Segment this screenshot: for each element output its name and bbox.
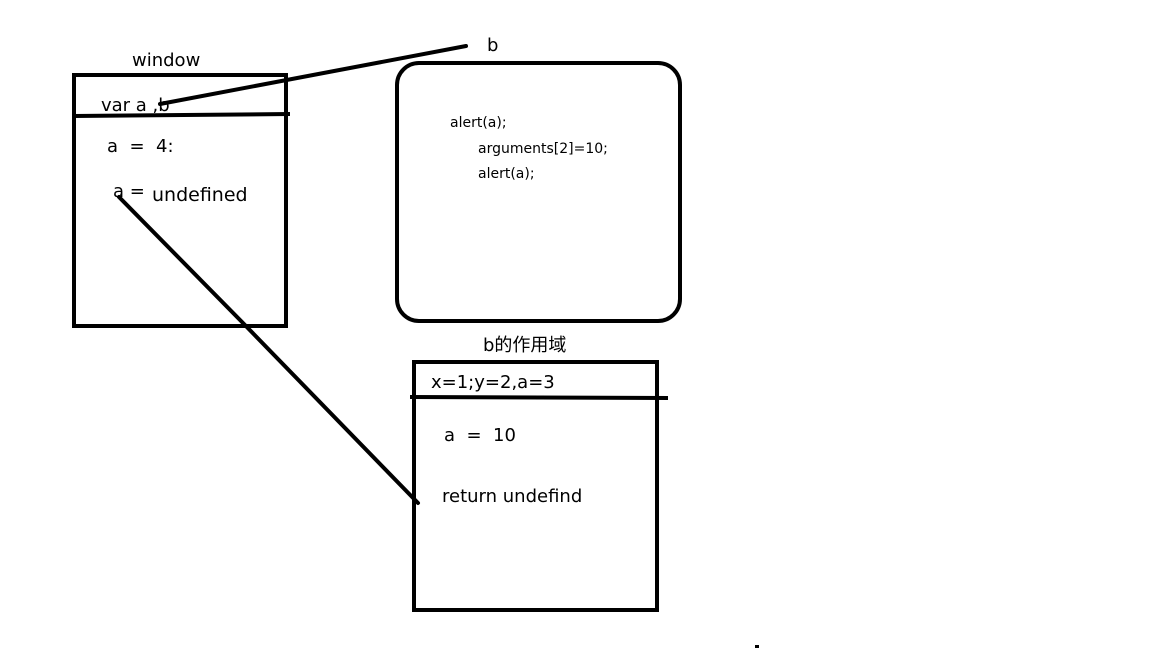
code-line-2: arguments[2]=10;	[478, 141, 608, 157]
b-scope-line-a-10: a = 10	[444, 425, 516, 446]
window-title: window	[132, 50, 201, 71]
b-scope-header-text: x=1;y=2,a=3	[431, 372, 555, 393]
b-scope-return-line: return undefind	[442, 486, 583, 507]
window-line-a-4: a = 4:	[107, 136, 174, 157]
window-header-divider	[73, 112, 291, 118]
b-scope-box	[412, 360, 659, 612]
stray-dot	[755, 645, 759, 648]
window-header-text: var a ,b	[101, 95, 170, 116]
connector-return-to-a	[117, 195, 420, 505]
b-scope-header-divider	[409, 395, 669, 400]
b-scope-title: b的作用域	[483, 335, 567, 356]
connector-b-to-function	[158, 44, 468, 106]
code-line-3: alert(a);	[478, 166, 535, 182]
code-line-1: alert(a);	[450, 115, 507, 131]
window-box	[72, 73, 288, 328]
function-b-box	[395, 61, 682, 323]
window-line-a-prefix: a =	[113, 181, 145, 202]
function-b-label: b	[487, 35, 499, 56]
window-line-a-value: undefined	[152, 184, 248, 206]
